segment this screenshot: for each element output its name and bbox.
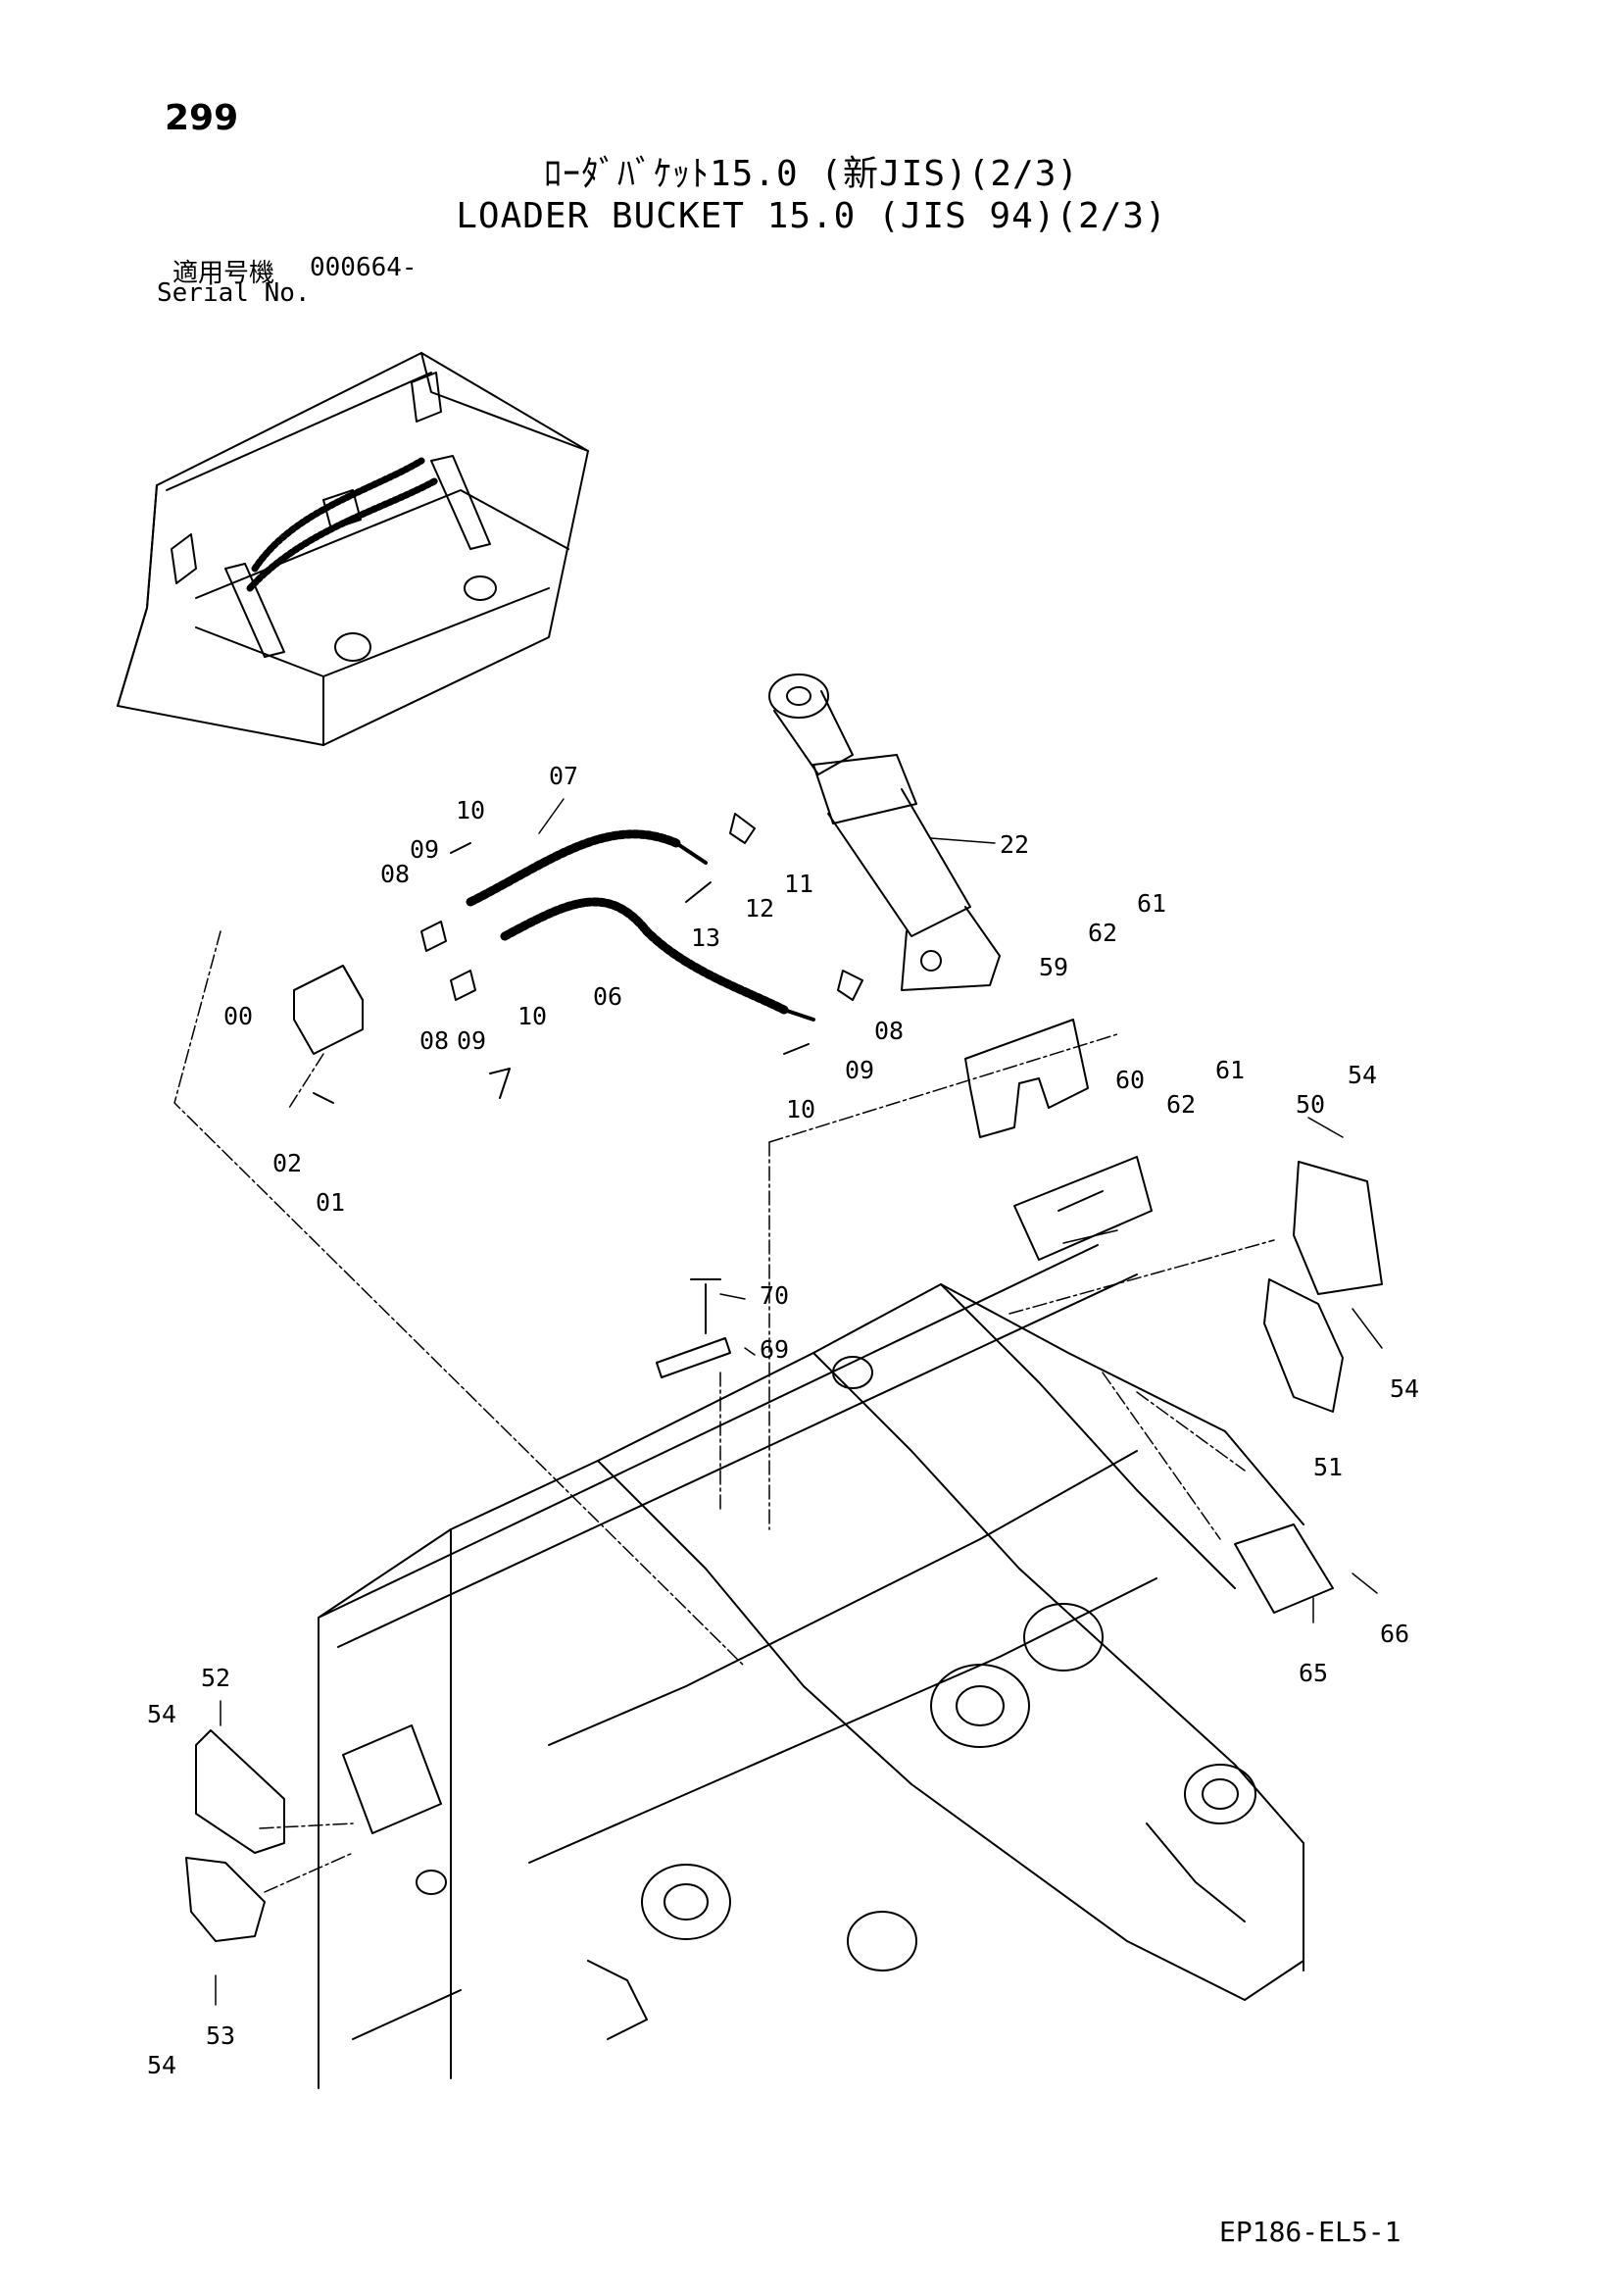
cover-53 — [185, 1857, 266, 1942]
page-number: 299 — [165, 98, 239, 138]
callout-54: 54 — [147, 2051, 176, 2079]
callout-61: 61 — [1215, 1056, 1245, 1084]
drawing-code: EP186-EL5-1 — [1219, 2216, 1402, 2248]
callout-08: 08 — [380, 860, 410, 888]
cylinder-22 — [768, 674, 1001, 991]
bolt-70 — [690, 1278, 721, 1334]
callout-59: 59 — [1039, 953, 1068, 981]
plate-60 — [1013, 1156, 1153, 1261]
callout-51: 51 — [1313, 1453, 1343, 1481]
callout-62: 62 — [1166, 1090, 1196, 1119]
callout-54: 54 — [1348, 1061, 1377, 1089]
block-00 — [293, 965, 364, 1055]
page-title-english: LOADER BUCKET 15.0 (JIS 94)(2/3) — [456, 196, 1167, 236]
page-title-japanese: ﾛｰﾀﾞﾊﾞｹｯﾄ15.0 (新JIS)(2/3) — [543, 154, 1080, 194]
cover-51 — [1263, 1278, 1344, 1413]
plate-65 — [1234, 1523, 1334, 1614]
leader-lines — [173, 930, 1275, 1893]
callout-labels: 07 10 09 08 22 11 12 13 61 62 59 00 08 0… — [147, 762, 1419, 2079]
fittings — [313, 813, 863, 1104]
callout-09: 09 — [410, 835, 439, 864]
callout-54: 54 — [147, 1700, 176, 1728]
callout-13: 13 — [691, 923, 720, 952]
callout-50: 50 — [1296, 1090, 1325, 1119]
callout-70: 70 — [760, 1281, 789, 1310]
cover-52 — [195, 1729, 285, 1854]
inset-bucket-overview — [117, 352, 589, 746]
callout-61: 61 — [1137, 889, 1166, 918]
callout-11: 11 — [784, 870, 813, 898]
hose-06 — [500, 897, 789, 1015]
callout-22: 22 — [1000, 830, 1029, 859]
serial-number-value: 000664- — [310, 253, 418, 282]
callout-10: 10 — [786, 1095, 815, 1123]
serial-label-japanese: 適用号機 — [172, 259, 275, 288]
serial-label-english: Serial No. — [157, 278, 311, 308]
callout-62: 62 — [1088, 919, 1117, 947]
callout-09: 09 — [845, 1056, 874, 1084]
hose-07 — [466, 829, 681, 907]
callout-52: 52 — [201, 1664, 230, 1692]
plate-69 — [656, 1337, 731, 1378]
callout-65: 65 — [1299, 1659, 1328, 1687]
bucket-body — [318, 1244, 1304, 2089]
callout-10: 10 — [517, 1002, 547, 1030]
callout-10: 10 — [456, 796, 485, 824]
callout-12: 12 — [745, 894, 774, 923]
callout-07: 07 — [549, 762, 578, 790]
callout-54: 54 — [1390, 1374, 1419, 1403]
callout-09: 09 — [457, 1026, 486, 1055]
callout-02: 02 — [272, 1149, 302, 1177]
callout-ticks — [215, 798, 1383, 2006]
callout-66: 66 — [1380, 1620, 1409, 1648]
callout-00: 00 — [223, 1002, 253, 1030]
callout-60: 60 — [1115, 1066, 1145, 1094]
callout-69: 69 — [760, 1335, 789, 1364]
callout-01: 01 — [316, 1188, 345, 1217]
callout-53: 53 — [206, 2021, 235, 2050]
callout-06: 06 — [593, 982, 622, 1011]
bracket-59 — [964, 1019, 1089, 1138]
callout-08: 08 — [874, 1017, 904, 1045]
cover-50 — [1293, 1161, 1383, 1295]
callout-08: 08 — [419, 1026, 449, 1055]
